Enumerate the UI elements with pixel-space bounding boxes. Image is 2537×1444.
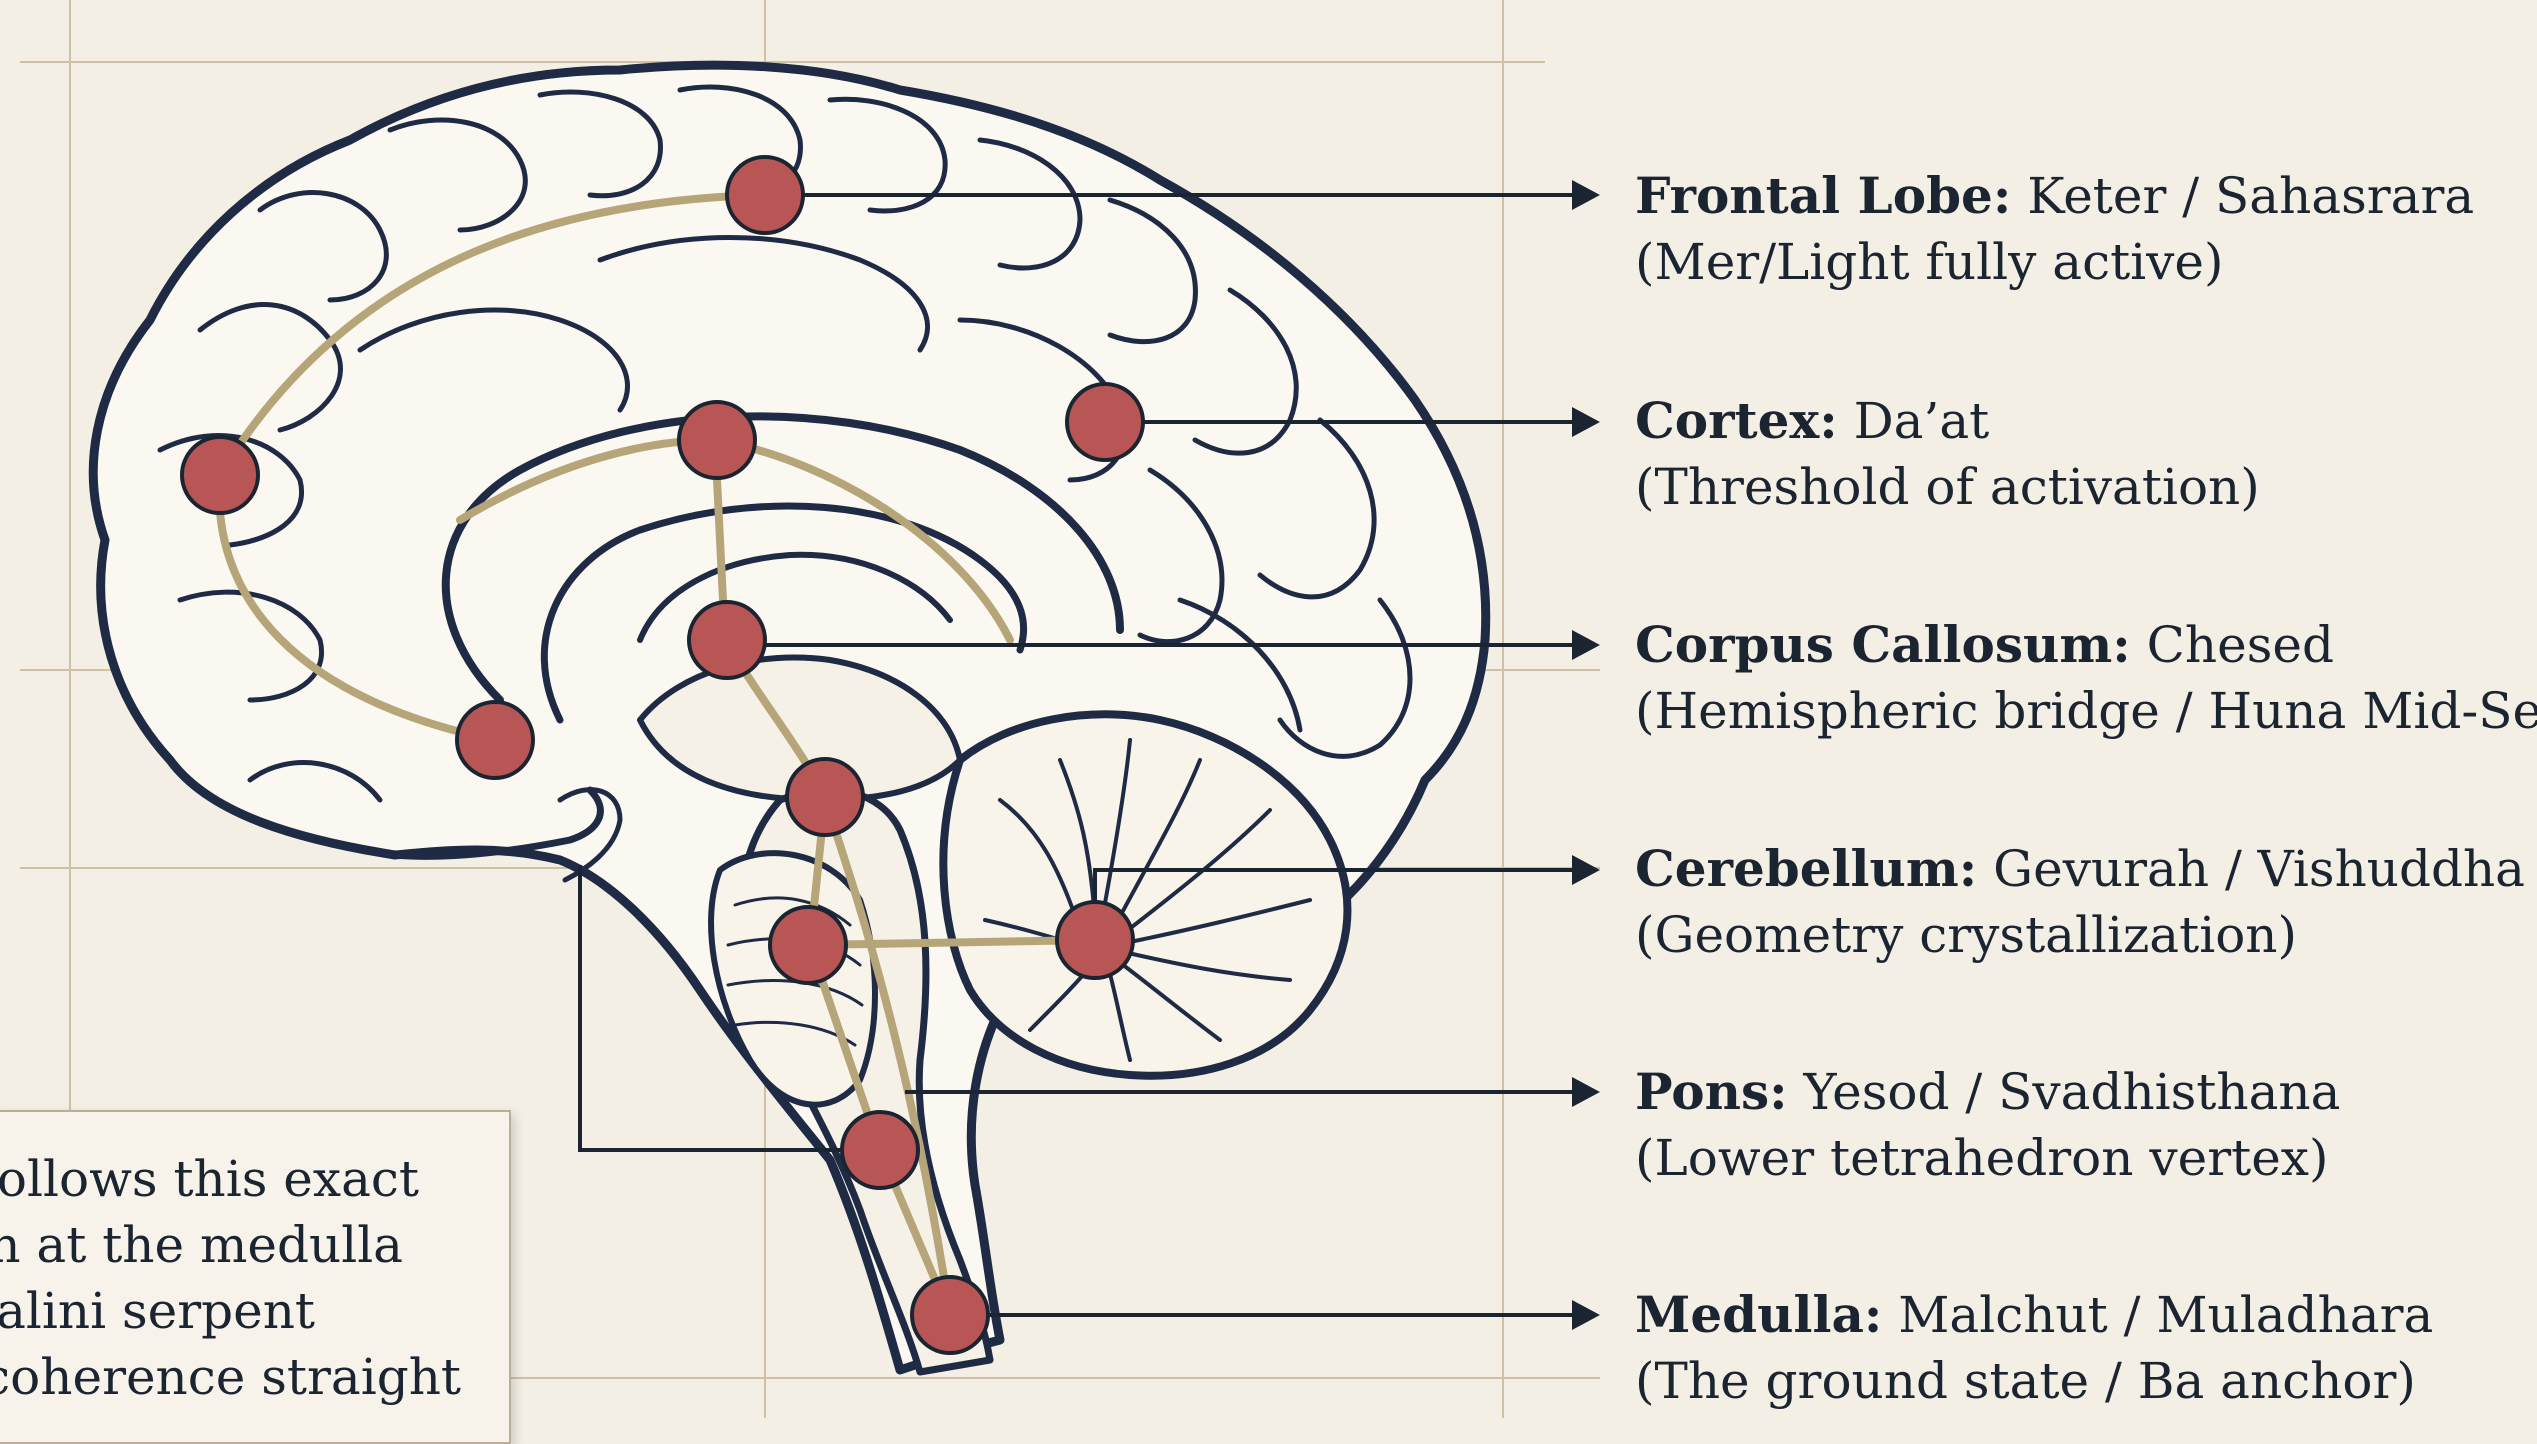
- label-frontal-lobe-value: Keter / Sahasrara: [2027, 167, 2474, 225]
- node-medulla: [912, 1277, 988, 1353]
- node-cingulate: [679, 402, 755, 478]
- label-corpus-callosum-value: Chesed: [2147, 616, 2334, 674]
- node-cortex: [1067, 384, 1143, 460]
- node-thalamus: [787, 759, 863, 835]
- label-medulla: Medulla: Malchut / Muladhara (The ground…: [1635, 1282, 2515, 1414]
- node-cerebellum: [1057, 902, 1133, 978]
- label-cortex-name: Cortex:: [1635, 391, 1838, 450]
- node-temporal: [457, 702, 533, 778]
- arrow-medulla: [1572, 1300, 1600, 1330]
- arrow-cerebellum: [1572, 855, 1600, 885]
- label-medulla-name: Medulla:: [1635, 1285, 1882, 1344]
- arrow-pons: [1572, 1077, 1600, 1107]
- node-midbrain: [770, 907, 846, 983]
- label-cerebellum-value: Gevurah / Vishuddha: [1993, 840, 2525, 898]
- label-pons: Pons: Yesod / Svadhisthana (Lower tetrah…: [1635, 1059, 2515, 1191]
- label-corpus-callosum-note: (Hemispheric bridge / Huna Mid-Self): [1635, 678, 2515, 744]
- label-cortex: Cortex: Da’at (Threshold of activation): [1635, 388, 2515, 520]
- label-pons-note: (Lower tetrahedron vertex): [1635, 1125, 2515, 1191]
- arrowheads: [1572, 180, 1600, 1330]
- label-corpus-callosum-name: Corpus Callosum:: [1635, 615, 2131, 674]
- node-frontal-lobe: [727, 157, 803, 233]
- label-medulla-value: Malchut / Muladhara: [1898, 1286, 2433, 1344]
- note-box: e follows this exact on at the medulla a…: [0, 1110, 511, 1444]
- note-line-2: on at the medulla: [0, 1212, 403, 1278]
- label-cerebellum-note: (Geometry crystallization): [1635, 902, 2515, 968]
- label-frontal-lobe: Frontal Lobe: Keter / Sahasrara (Mer/Lig…: [1635, 163, 2515, 295]
- note-line-3: alini serpent: [0, 1278, 315, 1344]
- arrow-frontal: [1572, 180, 1600, 210]
- note-line-1: e follows this exact: [0, 1146, 419, 1212]
- node-pons: [842, 1112, 918, 1188]
- label-cortex-value: Da’at: [1854, 392, 1990, 450]
- label-medulla-note: (The ground state / Ba anchor): [1635, 1348, 2515, 1414]
- label-corpus-callosum: Corpus Callosum: Chesed (Hemispheric bri…: [1635, 612, 2515, 744]
- label-cerebellum-name: Cerebellum:: [1635, 839, 1977, 898]
- label-cerebellum: Cerebellum: Gevurah / Vishuddha (Geometr…: [1635, 836, 2515, 968]
- arrow-corpus: [1572, 630, 1600, 660]
- label-pons-name: Pons:: [1635, 1062, 1788, 1121]
- label-frontal-lobe-note: (Mer/Light fully active): [1635, 229, 2515, 295]
- label-pons-value: Yesod / Svadhisthana: [1803, 1063, 2340, 1121]
- node-prefrontal: [182, 437, 258, 513]
- arrow-cortex: [1572, 407, 1600, 437]
- label-frontal-lobe-name: Frontal Lobe:: [1635, 166, 2011, 225]
- note-line-4: l coherence straight: [0, 1344, 461, 1410]
- node-corpus-callosum: [689, 602, 765, 678]
- label-cortex-note: (Threshold of activation): [1635, 454, 2515, 520]
